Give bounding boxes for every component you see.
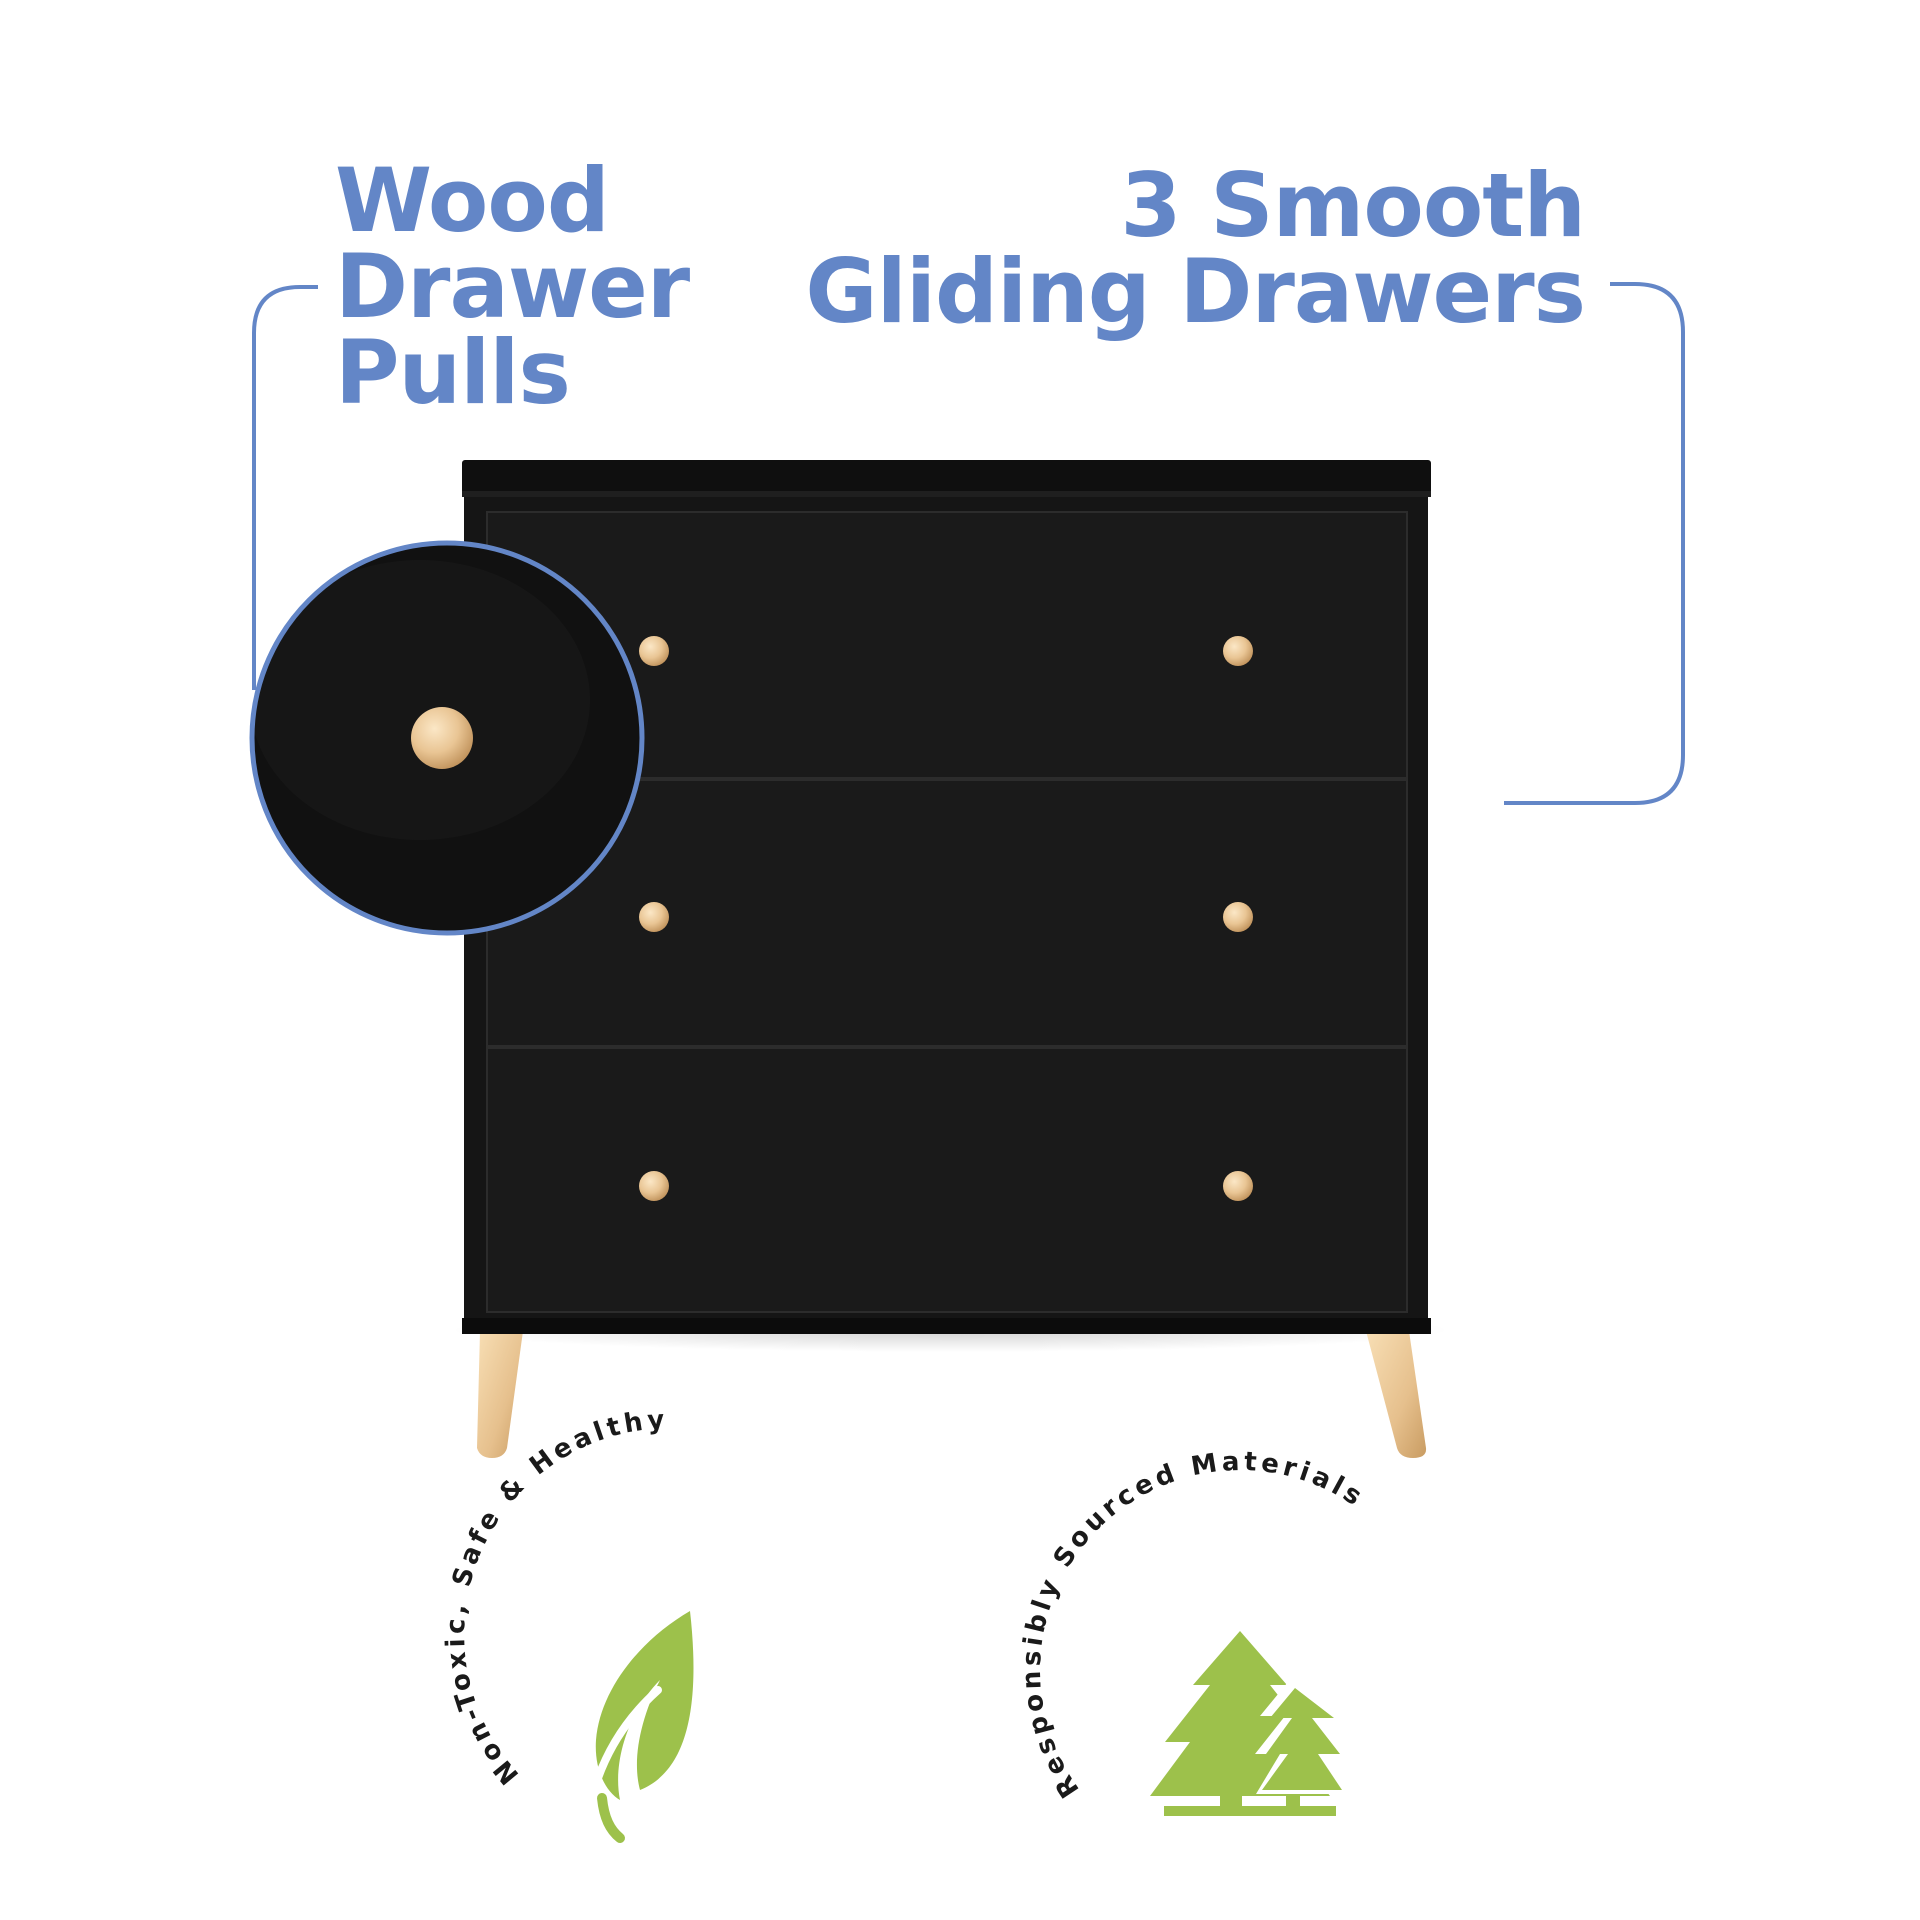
knob (639, 1171, 669, 1201)
drawer-3 (486, 1047, 1408, 1313)
knob-zoom-callout (249, 540, 645, 936)
knob (1223, 636, 1253, 666)
knob (1223, 1171, 1253, 1201)
right-callout-line (1504, 282, 1685, 805)
zoomed-knob (411, 707, 473, 769)
dresser (462, 460, 1431, 1334)
dresser-leg-right (1366, 1331, 1427, 1458)
leaf-icon (594, 1611, 694, 1843)
dresser-leg-left (477, 1331, 523, 1458)
non-toxic-badge-text: Non-Toxic, Safe & Healthy (441, 1405, 669, 1790)
knob (1223, 902, 1253, 932)
knob (639, 636, 669, 666)
heading-line: Drawer (335, 235, 690, 338)
knob (639, 902, 669, 932)
responsibly-sourced-badge: Responsibly Sourced Materials (1017, 1447, 1366, 1816)
trees-icon (1150, 1631, 1348, 1816)
left-callout-line (252, 285, 318, 690)
heading-line: Wood (335, 149, 610, 252)
heading-line: Gliding Drawers (805, 240, 1586, 343)
non-toxic-badge: Non-Toxic, Safe & Healthy (441, 1405, 694, 1843)
heading-line: Pulls (335, 321, 571, 424)
dresser-top (462, 460, 1431, 495)
heading-line: 3 Smooth (1120, 154, 1586, 257)
gliding-drawers-heading: 3 Smooth Gliding Drawers (805, 154, 1586, 343)
wood-drawer-pulls-heading: Wood Drawer Pulls (335, 149, 690, 424)
dresser-base (462, 1318, 1431, 1334)
dresser-top-edge (462, 491, 1431, 497)
